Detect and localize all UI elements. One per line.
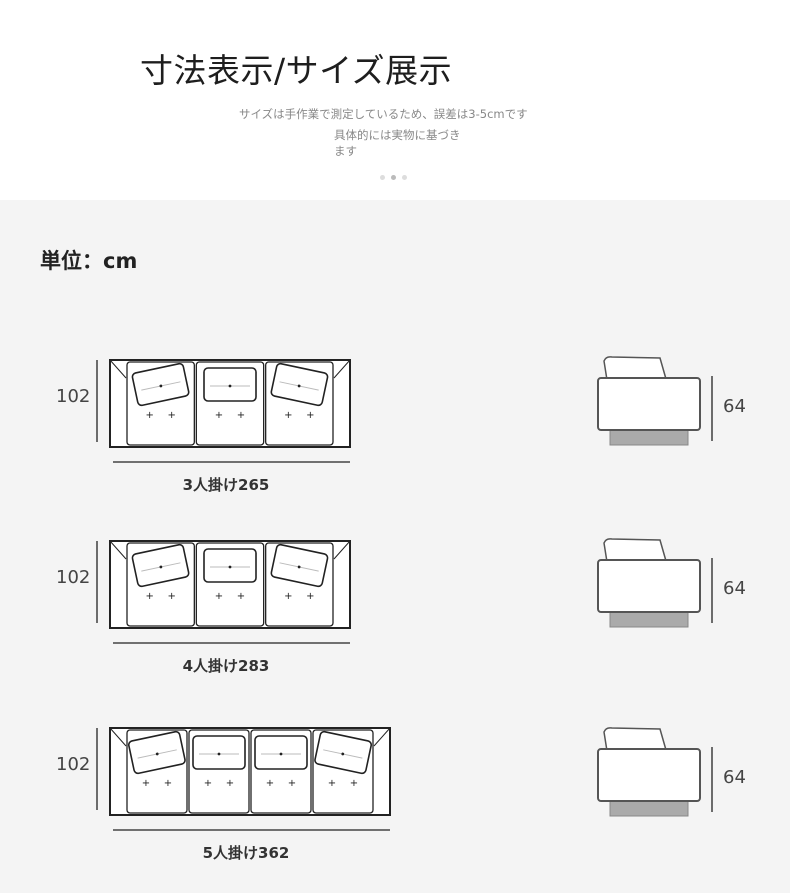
sofa-top-view: + + + + + + + + [109, 727, 391, 816]
back-pillow [127, 730, 186, 775]
tuft-icon: + [204, 778, 212, 789]
tuft-icon: + [164, 778, 172, 789]
back-pillow [131, 362, 190, 407]
height-value: 64 [723, 578, 746, 599]
back-pillow [203, 548, 257, 583]
back-pillow [270, 543, 329, 588]
sofa-top-view: + + + + + + [109, 359, 351, 448]
tuft-icon: + [226, 778, 234, 789]
tuft-icon: + [142, 778, 150, 789]
measurement-note-2: 具体的には実物に基づきます [334, 128, 461, 158]
back-pillow [203, 367, 257, 402]
height-value: 64 [723, 767, 746, 788]
tuft-icon: + [167, 410, 175, 421]
depth-value: 102 [56, 567, 91, 588]
sofa-size-label: 4人掛け283 [182, 657, 270, 675]
back-pillow [314, 730, 373, 775]
tuft-icon: + [306, 591, 314, 602]
back-pillow [270, 362, 329, 407]
tuft-icon: + [284, 591, 292, 602]
sofa-size-label: 3人掛け265 [182, 476, 270, 494]
carousel-dot-active[interactable] [391, 175, 396, 180]
page-title: 寸法表示/サイズ展示 [140, 51, 453, 90]
tuft-icon: + [237, 410, 245, 421]
carousel-dots [380, 175, 407, 180]
tuft-icon: + [237, 591, 245, 602]
tuft-icon: + [284, 410, 292, 421]
unit-label: 単位：cm [40, 249, 138, 273]
carousel-dot[interactable] [402, 175, 407, 180]
tuft-icon: + [145, 591, 153, 602]
tuft-icon: + [350, 778, 358, 789]
tuft-icon: + [215, 591, 223, 602]
tuft-icon: + [306, 410, 314, 421]
sofa-size-label: 5人掛け362 [202, 844, 290, 862]
measurement-note: サイズは手作業で測定しているため、誤差は3-5cmです [239, 107, 528, 121]
carousel-dot[interactable] [380, 175, 385, 180]
tuft-icon: + [266, 778, 274, 789]
tuft-icon: + [215, 410, 223, 421]
tuft-icon: + [288, 778, 296, 789]
back-pillow [192, 735, 246, 770]
back-pillow [131, 543, 190, 588]
sofa-side-view [597, 727, 701, 817]
tuft-icon: + [167, 591, 175, 602]
depth-value: 102 [56, 754, 91, 775]
sofa-side-view [597, 538, 701, 628]
back-pillow [254, 735, 308, 770]
tuft-icon: + [328, 778, 336, 789]
depth-value: 102 [56, 386, 91, 407]
tuft-icon: + [145, 410, 153, 421]
header-section: 寸法表示/サイズ展示 サイズは手作業で測定しているため、誤差は3-5cmです 具… [0, 0, 790, 200]
sofa-side-view [597, 356, 701, 446]
height-value: 64 [723, 396, 746, 417]
sofa-top-view: + + + + + + [109, 540, 351, 629]
